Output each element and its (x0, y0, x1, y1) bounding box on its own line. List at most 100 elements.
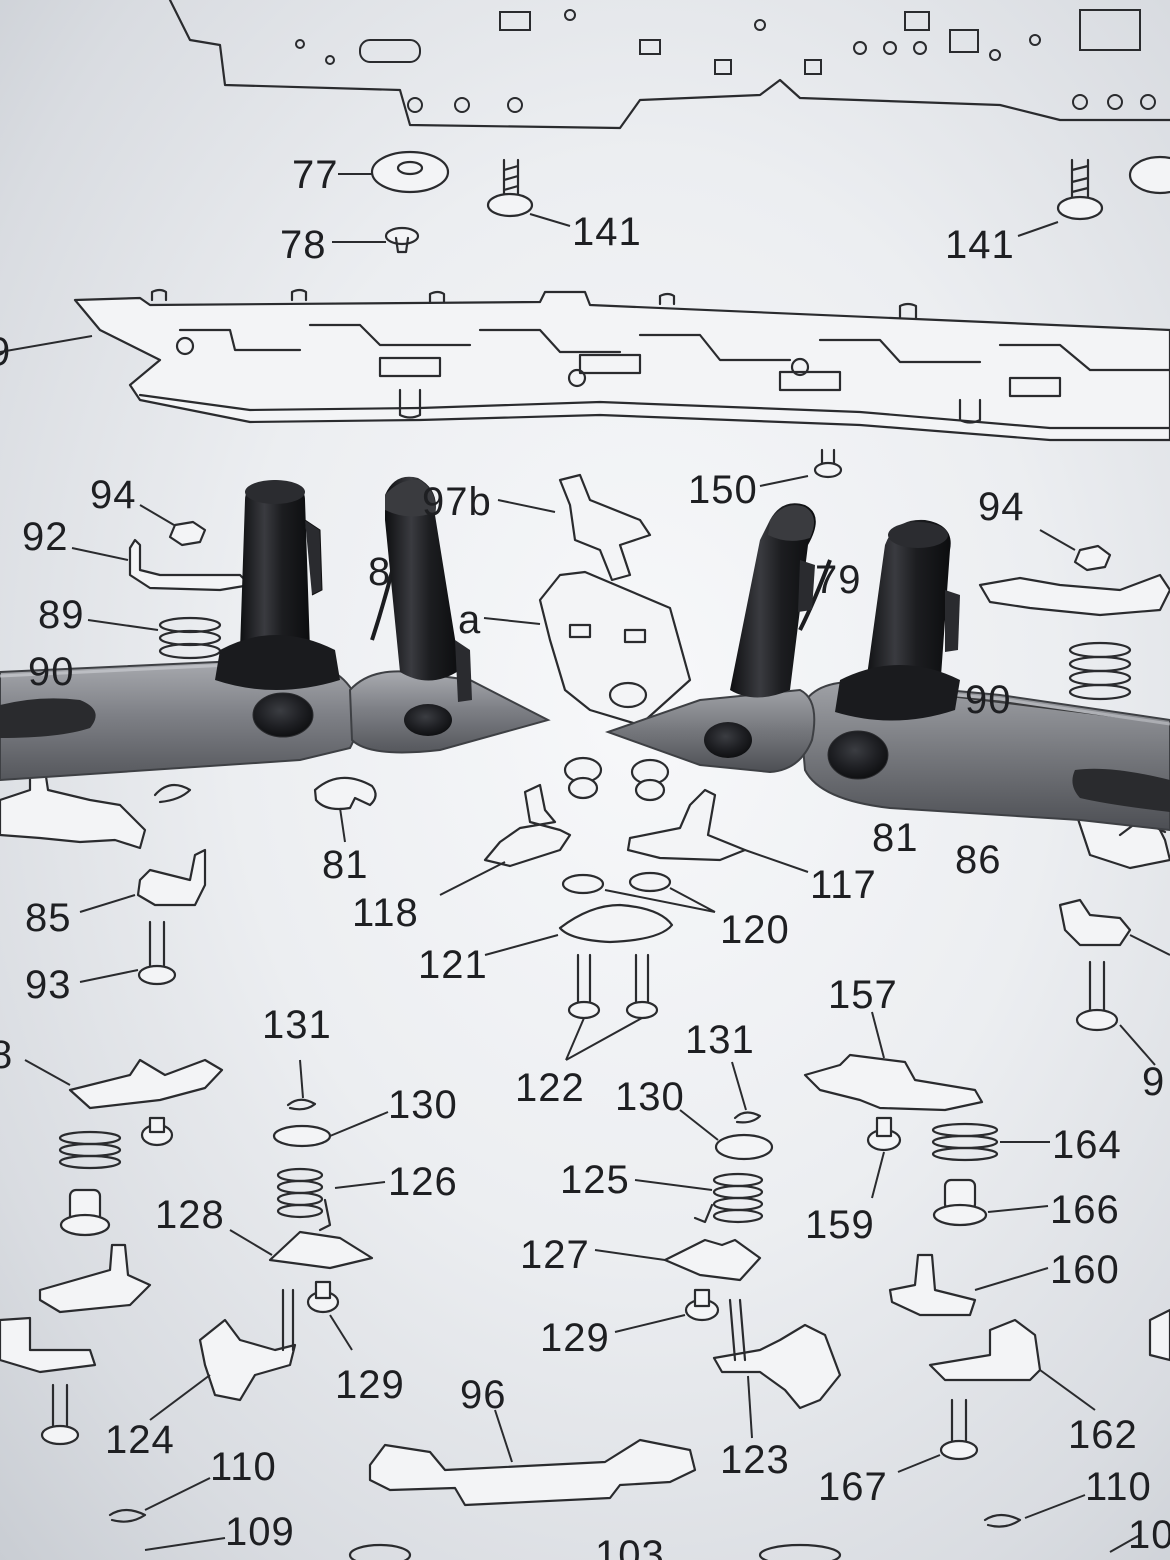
part-lever-left (38, 1243, 152, 1314)
label-157: 157 (828, 973, 898, 1017)
label-110-left: 110 (210, 1445, 277, 1489)
label-86: 86 (955, 838, 1002, 882)
label-160: 160 (1050, 1248, 1120, 1292)
left-pin-tall (215, 480, 340, 690)
part-77-washer (370, 150, 450, 194)
label-90-left: 90 (28, 650, 75, 694)
left-pin-angled (385, 476, 472, 702)
part-117-plate (626, 788, 747, 862)
label-96: 96 (460, 1373, 507, 1417)
label-121: 121 (418, 943, 488, 987)
part-96-bar (368, 1438, 697, 1507)
right-pin-tall (835, 519, 960, 721)
label-126: 126 (388, 1160, 458, 1204)
left-rivet (252, 692, 314, 738)
label-85: 85 (25, 896, 72, 940)
part-plate-right (978, 573, 1170, 617)
label-a: a (458, 598, 482, 642)
label-123: 123 (720, 1438, 790, 1482)
part-nut-pair (563, 756, 670, 802)
label-124: 124 (105, 1418, 175, 1462)
part-164-spring (931, 1122, 999, 1162)
part-130-washer-right (714, 1133, 774, 1161)
part-screw-long-left (40, 1383, 80, 1446)
part-77-washer-right (1128, 155, 1170, 195)
label-9-left: 9 (0, 332, 11, 372)
label-141-right: 141 (945, 223, 1015, 267)
label-131-right: 131 (685, 1018, 755, 1062)
part-81-eclip-left (313, 776, 377, 811)
label-94-right: 94 (978, 485, 1025, 529)
part-129-screw-left (306, 1280, 353, 1351)
label-162: 162 (1068, 1413, 1138, 1457)
label-77: 77 (292, 153, 339, 197)
right-rivet (827, 730, 889, 780)
part-bracket-far-right (1058, 898, 1132, 947)
part-160-lever (888, 1253, 977, 1317)
part-121-plate (558, 903, 674, 944)
part-157-bracket (803, 1053, 984, 1112)
part-97b-clip (558, 473, 652, 582)
part-110-eclip-left (108, 1508, 147, 1523)
right-pin-angled (730, 503, 816, 698)
part-110-eclip-right (983, 1513, 1022, 1528)
part-spring-right (1068, 641, 1132, 701)
label-93: 93 (25, 963, 72, 1007)
main-frame (73, 288, 1170, 442)
part-94-nut-right (1073, 544, 1112, 572)
part-118-plate (483, 783, 572, 868)
part-166-bushing (932, 1178, 1049, 1227)
label-8: 8 (368, 550, 392, 594)
part-120-washer-b (628, 871, 672, 893)
part-spring-left (58, 1130, 122, 1170)
part-94-nut-left (168, 520, 207, 547)
part-85-bracket (136, 848, 207, 907)
label-141-left: 141 (572, 210, 642, 254)
label-128: 128 (155, 1193, 225, 1237)
label-167: 167 (818, 1465, 888, 1509)
label-150: 150 (688, 468, 758, 512)
part-122-screws (565, 953, 659, 1061)
part-78-screw (332, 226, 420, 254)
label-89: 89 (38, 593, 85, 637)
part-127-plate (663, 1238, 762, 1282)
part-a-bracket (538, 570, 692, 727)
label-129-left: 129 (335, 1363, 405, 1407)
part-bushing-left (59, 1188, 111, 1237)
label-117: 117 (810, 863, 877, 907)
label-78: 78 (280, 223, 327, 267)
part-159-screw (866, 1116, 902, 1199)
part-screw-far-right (1075, 960, 1156, 1066)
label-97b: 97b (422, 480, 492, 524)
left-triangle-link (348, 670, 551, 754)
label-10: 10 (1128, 1513, 1170, 1557)
label-90-right: 90 (965, 678, 1012, 722)
part-120-washer-a (561, 873, 605, 895)
part-lever-left-2 (0, 1316, 97, 1374)
label-131-left: 131 (262, 1003, 332, 1047)
label-130-right: 130 (615, 1075, 685, 1119)
part-92-plate (128, 538, 252, 592)
part-93-screw (79, 920, 177, 986)
part-131-clip-right (733, 1111, 762, 1124)
label-92: 92 (22, 515, 69, 559)
part-screw-small-left (140, 1116, 174, 1147)
label-81-right: 81 (872, 816, 919, 860)
top-plate-holes (295, 9, 1156, 113)
part-162-lever (928, 1318, 1042, 1382)
part-141-screw-right (1017, 158, 1104, 237)
label-8-lower: 8 (0, 1033, 14, 1077)
label-120: 120 (720, 908, 790, 952)
part-8-plate (68, 1058, 224, 1110)
label-109: 109 (225, 1510, 295, 1554)
label-129-right: 129 (540, 1316, 610, 1360)
label-164: 164 (1052, 1123, 1122, 1167)
part-131-clip-left (286, 1098, 317, 1111)
label-130-left: 130 (388, 1083, 458, 1127)
part-124-lever (198, 1318, 297, 1402)
part-129-screw-right (614, 1288, 720, 1333)
part-125-spring (693, 1172, 764, 1224)
label-127: 127 (520, 1233, 590, 1277)
